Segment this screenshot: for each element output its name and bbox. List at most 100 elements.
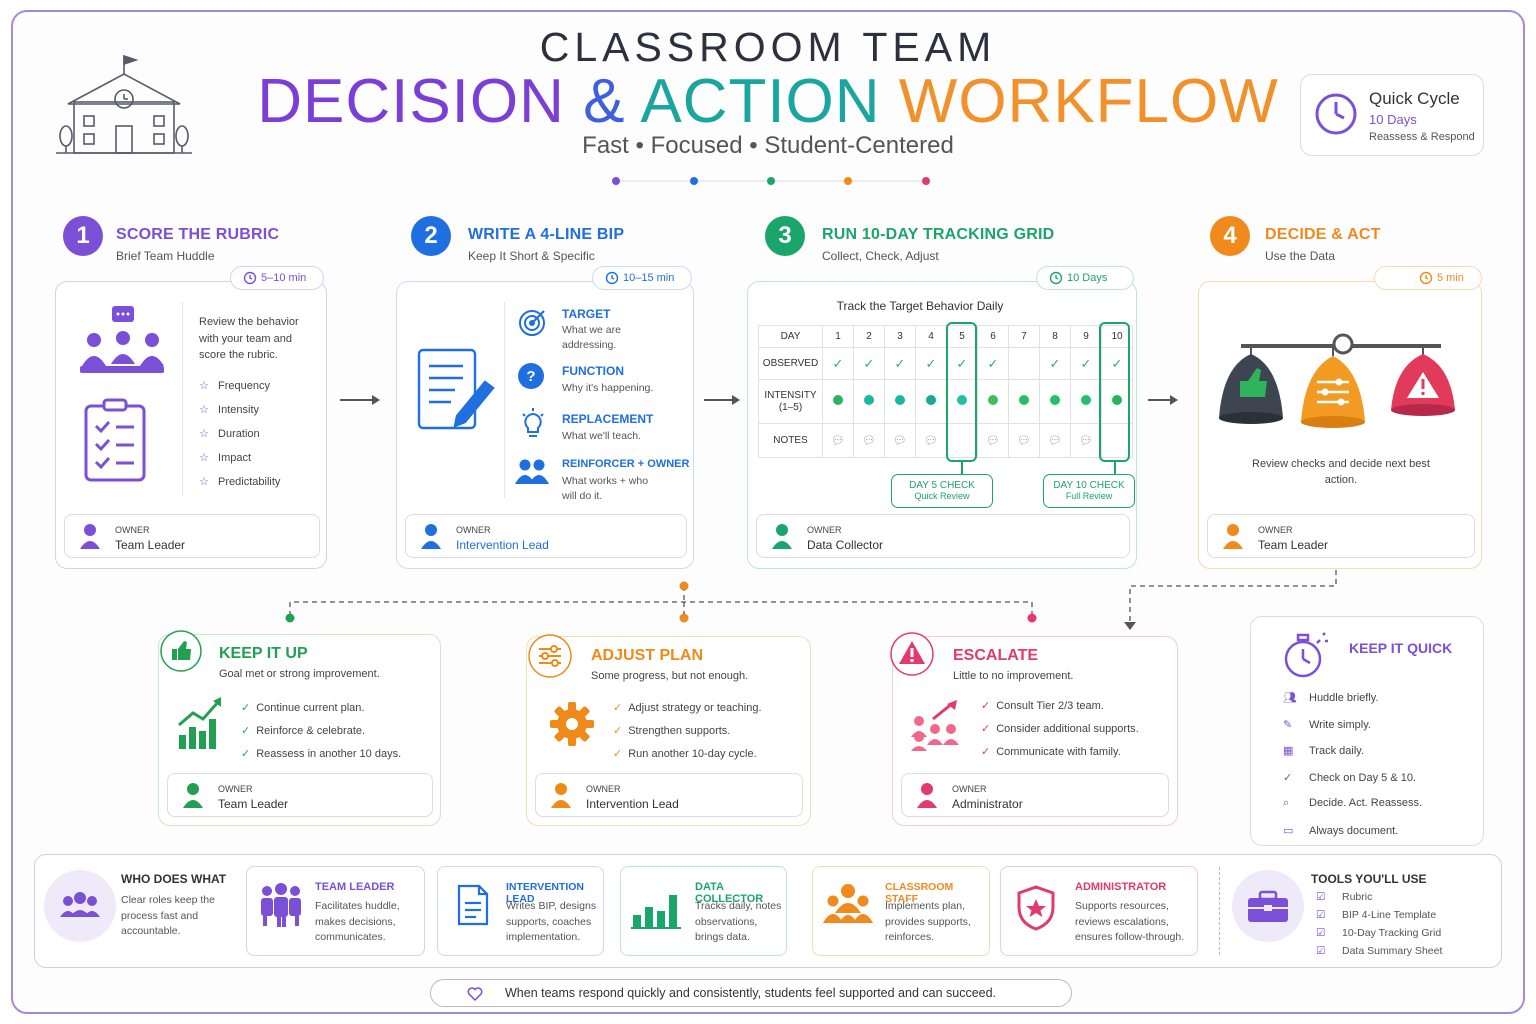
tool-item: ☑Rubric: [1316, 891, 1373, 903]
school-icon: [56, 54, 192, 154]
step-2-card: TARGET What we are addressing. ? FUNCTIO…: [396, 281, 694, 569]
day-5-highlight: [946, 322, 977, 462]
grid-intensity-row: INTENSITY (1–5): [758, 379, 1133, 424]
intensity-cell: [946, 379, 978, 424]
checkbox-icon: ☑: [1316, 891, 1326, 903]
document-icon: ▭: [1283, 824, 1294, 837]
check-icon: ✓: [613, 725, 623, 737]
document-icon: [457, 884, 489, 926]
outcome-adjust-plan: ADJUST PLAN Some progress, but not enoug…: [526, 634, 811, 826]
cycle-title: Quick Cycle: [1369, 89, 1460, 108]
step-2-time-badge: 10–15 min: [592, 266, 692, 290]
checklist-icon: [84, 398, 146, 482]
comment-icon: 💬︎: [831, 435, 845, 447]
search-icon: ⌕: [1283, 797, 1290, 809]
action-item: ✓Continue current plan.: [241, 702, 365, 714]
grid-title: Track the Target Behavior Daily: [836, 299, 1004, 313]
keep-quick-title: KEEP IT QUICK: [1349, 640, 1453, 656]
person-icon: [772, 524, 792, 549]
step-2-number: 2: [411, 216, 451, 256]
star-icon: ☆: [199, 380, 209, 392]
star-icon: ☆: [199, 452, 209, 464]
observed-cell: ✓: [915, 347, 947, 380]
role-data-collector: DATA COLLECTOR Tracks daily, notes obser…: [620, 866, 787, 956]
check-circle-icon: ✓: [1283, 771, 1293, 784]
outcome-subtitle: Goal met or strong improvement.: [219, 668, 380, 680]
checkbox-icon: ☑: [1316, 927, 1326, 939]
connector: [961, 462, 963, 474]
role-classroom-staff: CLASSROOM STAFF Implements plan, provide…: [812, 866, 990, 956]
target-icon: [519, 310, 545, 336]
intensity-dot: [864, 395, 874, 405]
check-icon: ✓: [987, 355, 999, 371]
check-icon: ✓: [241, 725, 251, 737]
action-item: ✓Adjust strategy or teaching.: [613, 702, 762, 714]
check-icon: ✓: [613, 748, 623, 760]
gear-icon: [550, 702, 594, 746]
warning-icon: [890, 632, 934, 676]
check-icon: ✓: [832, 355, 844, 371]
main-title: DECISION & ACTION WORKFLOW: [0, 66, 1536, 137]
growth-chart-icon: [178, 697, 221, 749]
check-icon: ✓: [241, 748, 251, 760]
bip-target-desc: What we are addressing.: [562, 324, 621, 351]
document-pencil-icon: [417, 348, 495, 430]
action-item: ✓Strengthen supports.: [613, 725, 731, 737]
title-action: ACTION: [640, 67, 881, 136]
outcome-escalate: ESCALATE Little to no improvement. ✓Cons…: [890, 632, 1178, 826]
intensity-cell: [1101, 379, 1133, 424]
tagline: Fast • Focused • Student-Centered: [582, 132, 954, 159]
shield-icon: [1017, 885, 1055, 931]
team-icon: [44, 870, 116, 942]
star-icon: ☆: [199, 476, 209, 488]
bar-chart-icon: [631, 895, 681, 929]
lightbulb-icon: [522, 408, 544, 437]
intensity-dot: [833, 395, 843, 405]
star-icon: ☆: [199, 428, 209, 440]
step-1-title: SCORE THE RUBRIC: [116, 226, 280, 243]
comment-icon: 💬︎: [1079, 435, 1093, 447]
action-item: ✓Consider additional supports.: [981, 723, 1139, 735]
bip-replacement-heading: REPLACEMENT: [562, 412, 654, 426]
divider-dots: [612, 177, 930, 185]
action-item: ✓Communicate with family.: [981, 746, 1121, 758]
cycle-sub: Reassess & Respond: [1369, 131, 1475, 143]
tip-item: ✎Write simply.: [1283, 718, 1371, 731]
bip-target-heading: TARGET: [562, 307, 611, 321]
check-icon: ✓: [613, 702, 623, 714]
notes-cell: [946, 423, 978, 458]
comment-icon: 💬︎: [986, 435, 1000, 447]
day-10-highlight: [1099, 322, 1130, 462]
step-4-description: Review checks and decide next best actio…: [1252, 458, 1430, 486]
question-icon: ?: [518, 363, 544, 389]
day-10-check: DAY 10 CHECK Full Review: [1043, 474, 1135, 508]
notes-cell: 💬︎: [853, 423, 885, 458]
notes-cell: 💬︎: [915, 423, 947, 458]
checkbox-icon: ☑: [1316, 945, 1326, 957]
roles-title: WHO DOES WHAT: [121, 872, 227, 886]
toolbox-icon: [1232, 870, 1304, 942]
tip-item: ⌕Decide. Act. Reassess.: [1283, 797, 1423, 809]
outcome-subtitle: Some progress, but not enough.: [591, 670, 749, 682]
step-4-time-badge: 5 min: [1374, 266, 1482, 290]
calendar-icon: ▦: [1283, 745, 1294, 757]
people-icon: 👥︎: [1283, 692, 1297, 704]
action-item: ✓Reassess in another 10 days.: [241, 748, 402, 760]
intensity-cell: [822, 379, 854, 424]
intensity-dot: [957, 395, 967, 405]
notes-cell: 💬︎: [1008, 423, 1040, 458]
bip-reinforcer-desc: What works + who will do it.: [562, 475, 649, 502]
check-icon: ✓: [981, 723, 991, 735]
bip-replacement-desc: What we'll teach.: [562, 430, 642, 442]
footer-banner: When teams respond quickly and consisten…: [430, 979, 1072, 1007]
check-icon: ✓: [981, 700, 991, 712]
arrow-icon: [1148, 395, 1178, 405]
intensity-cell: [1008, 379, 1040, 424]
tip-item: 👥︎Huddle briefly.: [1283, 692, 1379, 704]
outcome-actions: ✓Continue current plan. ✓Reinforce & cel…: [241, 697, 401, 766]
title-workflow: WORKFLOW: [898, 67, 1279, 136]
